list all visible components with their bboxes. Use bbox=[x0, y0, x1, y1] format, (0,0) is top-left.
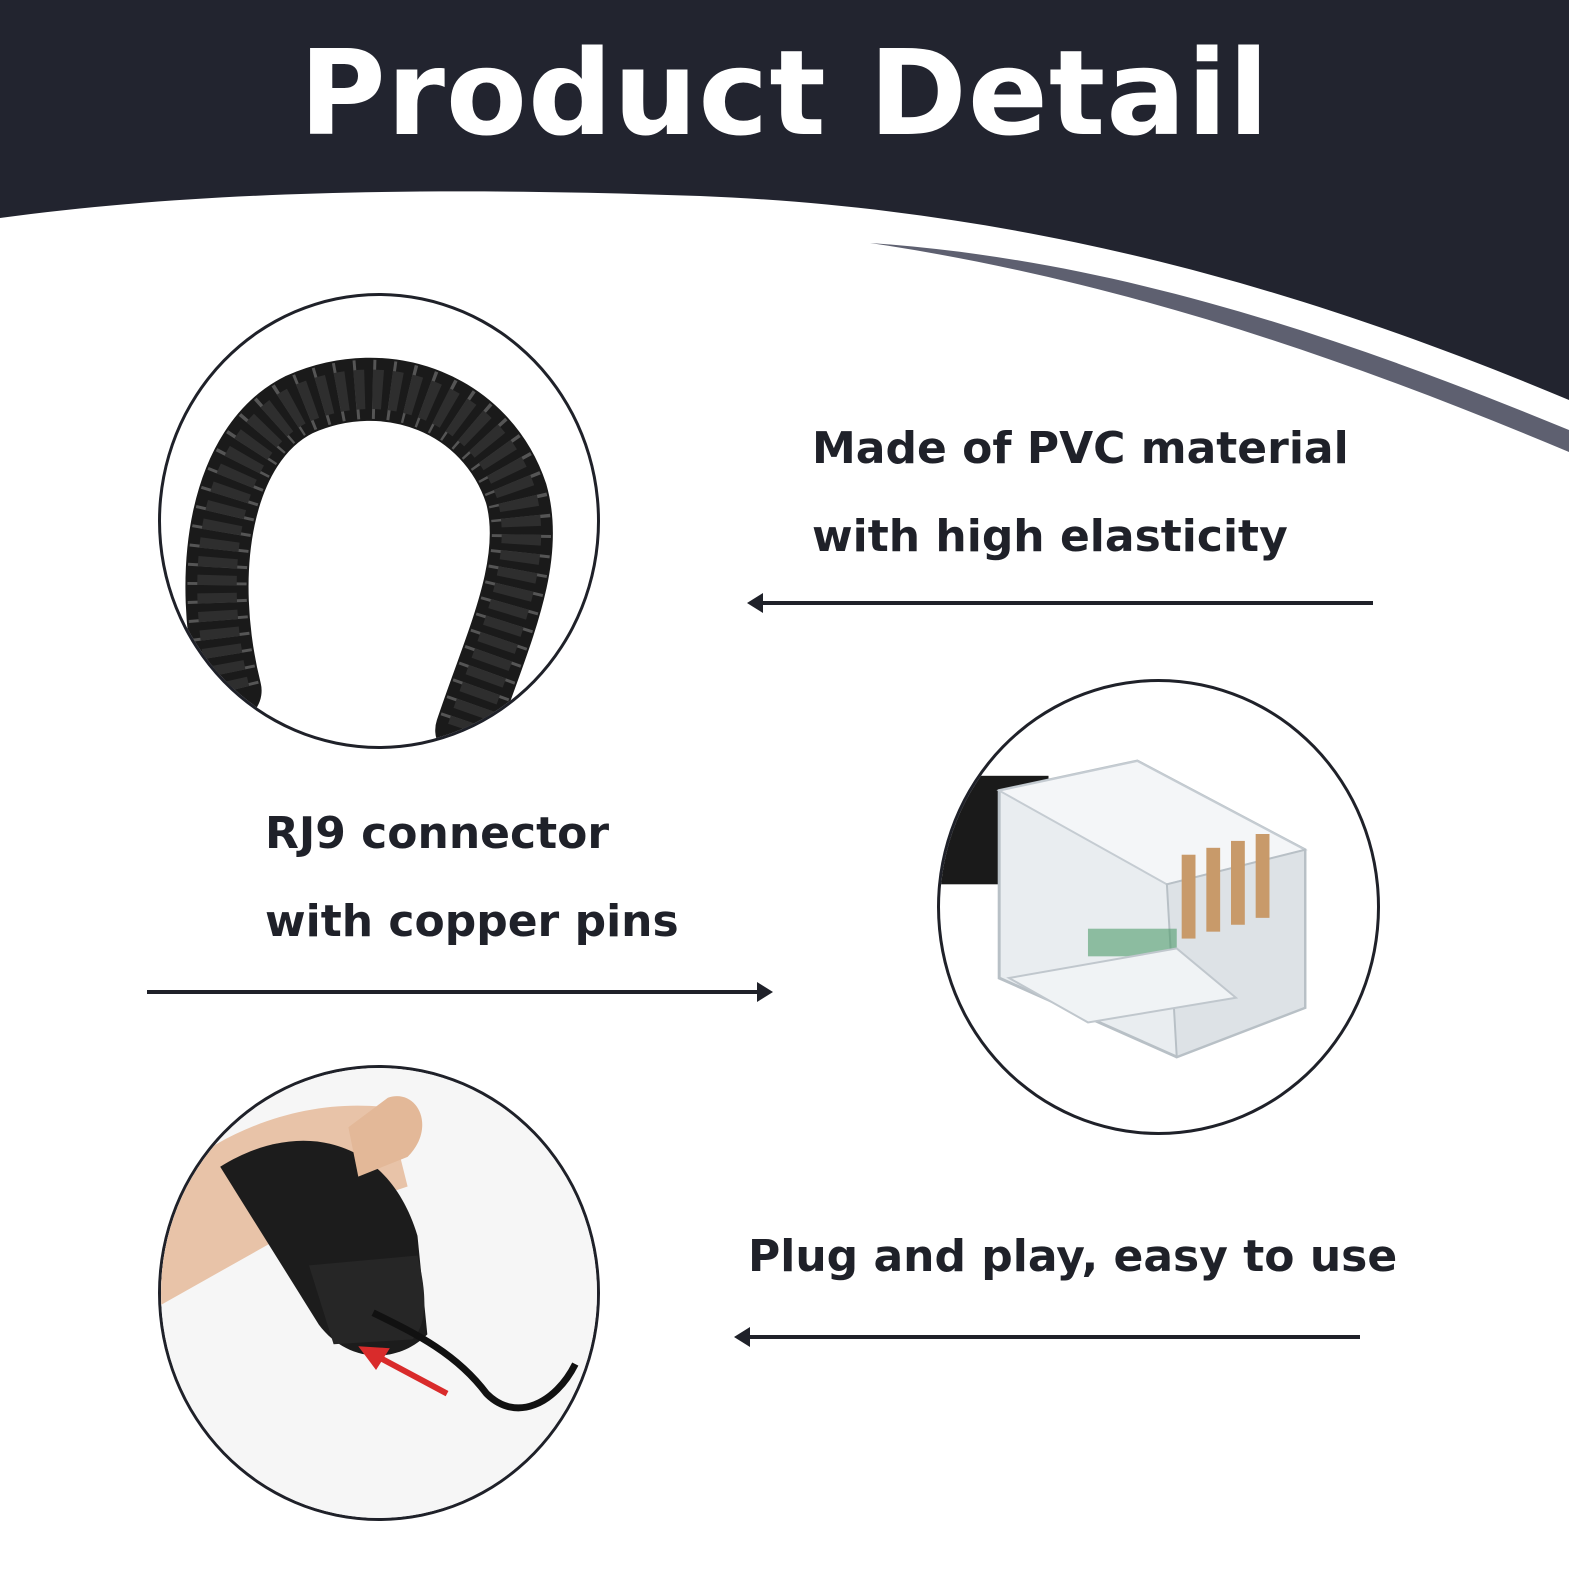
header-background bbox=[0, 0, 1569, 452]
feature-caption-rj9: RJ9 connector with copper pins bbox=[265, 790, 679, 966]
rj9-connector-illustration bbox=[940, 759, 1308, 1059]
feature-caption-pvc: Made of PVC material with high elasticit… bbox=[812, 405, 1349, 581]
coiled-cord-illustration bbox=[185, 357, 553, 746]
caption-line: RJ9 connector bbox=[265, 808, 610, 859]
handset-plug-image bbox=[158, 1065, 600, 1521]
arrow-left-icon bbox=[734, 1327, 1360, 1347]
arrow-right-icon bbox=[147, 982, 773, 1002]
caption-line: Plug and play, easy to use bbox=[748, 1231, 1398, 1282]
handset-plug-illustration bbox=[161, 1068, 597, 1518]
coiled-cord-image bbox=[158, 293, 600, 749]
caption-line: Made of PVC material bbox=[812, 423, 1349, 474]
caption-line: with copper pins bbox=[265, 896, 679, 947]
feature-caption-plug: Plug and play, easy to use bbox=[748, 1213, 1397, 1301]
caption-line: with high elasticity bbox=[812, 511, 1288, 562]
rj9-connector-image bbox=[937, 679, 1380, 1135]
page-title: Product Detail bbox=[299, 24, 1270, 162]
arrow-left-icon bbox=[747, 593, 1373, 613]
